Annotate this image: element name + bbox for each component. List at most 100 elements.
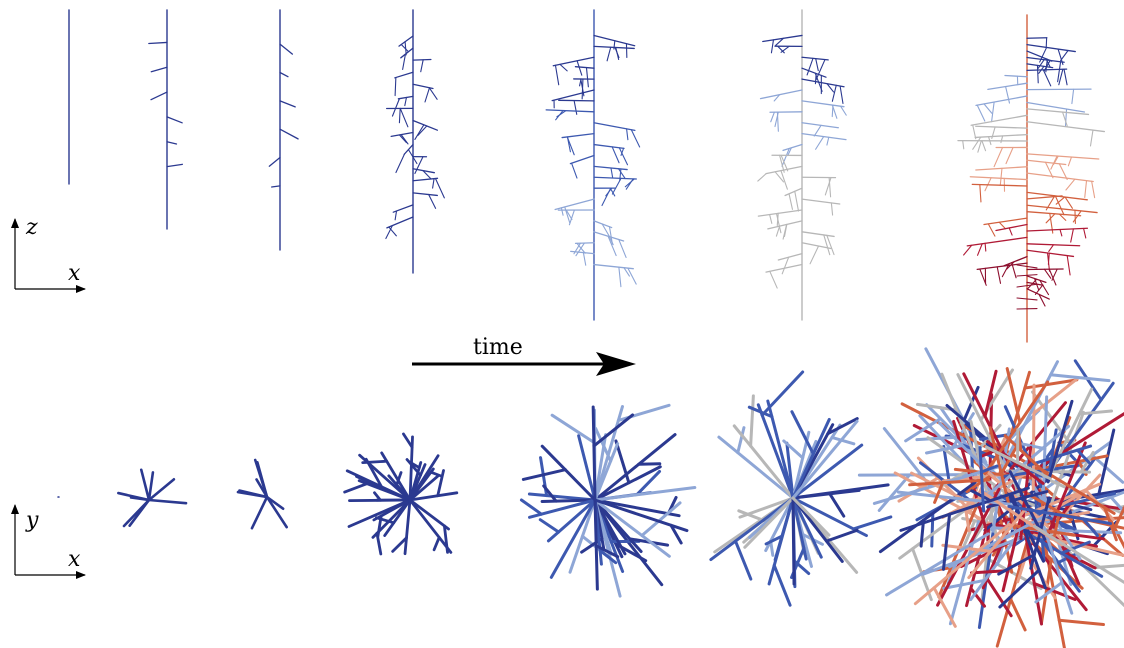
- lateral-root: [570, 250, 595, 255]
- root-branch: [519, 498, 543, 516]
- secondary-root: [618, 266, 622, 288]
- secondary-root: [823, 234, 831, 256]
- root-segment: [147, 498, 188, 505]
- root-branch: [635, 469, 662, 496]
- top-view-stage-4: [343, 432, 459, 556]
- side-view-stage-2: [148, 9, 183, 230]
- root-segment: [791, 430, 811, 500]
- lateral-root: [1026, 288, 1050, 300]
- root-branch: [402, 432, 414, 449]
- secondary-root: [998, 221, 1007, 230]
- root-segment: [265, 495, 285, 511]
- secondary-root: [434, 177, 445, 199]
- secondary-root: [1047, 252, 1050, 265]
- root-branch: [969, 586, 987, 608]
- root-segment: [236, 490, 269, 499]
- root-segment: [250, 495, 269, 530]
- secondary-root: [983, 103, 993, 114]
- root-branch: [826, 417, 859, 436]
- secondary-root: [1065, 178, 1076, 191]
- side-view-stage-6: [757, 9, 847, 321]
- lateral-root: [762, 34, 803, 43]
- root-branch: [594, 426, 613, 463]
- root-segment: [1045, 441, 1087, 539]
- secondary-root: [1064, 196, 1073, 209]
- secondary-root: [769, 270, 778, 289]
- secondary-root: [991, 101, 995, 123]
- lateral-root: [1026, 204, 1098, 214]
- root-segment: [387, 474, 412, 502]
- root-branch: [669, 523, 683, 545]
- root-branch: [825, 528, 859, 543]
- lateral-root: [1026, 172, 1094, 183]
- lateral-root: [970, 114, 1028, 126]
- secondary-root: [1044, 161, 1054, 179]
- secondary-root: [783, 223, 788, 238]
- secondary-root: [787, 147, 792, 157]
- secondary-root: [398, 134, 408, 144]
- lateral-root: [1026, 68, 1068, 71]
- secondary-root: [1043, 268, 1052, 279]
- secondary-root: [962, 140, 965, 150]
- lateral-root: [801, 242, 832, 250]
- root-segment: [1010, 492, 1047, 590]
- root-segment: [383, 498, 412, 537]
- root-segment: [1003, 434, 1052, 480]
- secondary-root: [972, 124, 977, 140]
- root-segment: [1032, 524, 1124, 585]
- root-segment: [593, 433, 677, 502]
- root-segment: [408, 491, 459, 502]
- secondary-root: [826, 83, 835, 93]
- root-segment: [593, 498, 643, 554]
- root-segment: [995, 531, 1032, 648]
- lateral-root: [801, 198, 841, 205]
- root-segment: [403, 498, 412, 556]
- root-branch: [760, 370, 805, 417]
- root-segment: [913, 522, 1011, 606]
- secondary-root: [788, 193, 794, 210]
- root-branch: [772, 563, 792, 607]
- root-segment: [1042, 525, 1074, 615]
- secondary-root: [414, 124, 425, 140]
- root-segment: [591, 405, 597, 502]
- root-segment: [1019, 445, 1033, 541]
- lateral-root: [270, 185, 281, 188]
- secondary-root: [981, 140, 987, 152]
- root-segment: [593, 498, 671, 558]
- secondary-root: [1045, 213, 1056, 224]
- root-branch: [1075, 448, 1093, 466]
- secondary-root: [388, 226, 397, 237]
- secondary-root: [999, 167, 1003, 186]
- root-branch: [1090, 453, 1124, 484]
- root-branch: [930, 509, 935, 548]
- side-view-row: [68, 9, 1106, 343]
- root-segment: [593, 442, 620, 502]
- root-segment: [1007, 504, 1113, 525]
- root-branch: [1032, 581, 1077, 601]
- root-branch: [1073, 359, 1103, 402]
- root-branch: [933, 481, 945, 504]
- lateral-root: [1016, 297, 1038, 301]
- root-branch: [1034, 581, 1064, 604]
- lateral-root: [1004, 74, 1028, 78]
- root-branch: [1077, 409, 1114, 416]
- secondary-root: [428, 193, 437, 209]
- root-segment: [791, 419, 859, 500]
- secondary-root: [601, 223, 611, 238]
- x-axis-label-top: x: [68, 547, 81, 572]
- lateral-root: [801, 231, 835, 238]
- secondary-root: [1083, 227, 1087, 239]
- top-view-stage-6: [709, 370, 893, 607]
- top-view-stage-7: [857, 347, 1124, 648]
- secondary-root: [831, 84, 837, 102]
- lateral-root: [268, 156, 281, 167]
- root-segment: [265, 495, 288, 529]
- root-branch: [542, 484, 558, 503]
- secondary-root: [1058, 163, 1068, 181]
- root-branch: [538, 518, 561, 534]
- secondary-root: [774, 171, 785, 183]
- root-segment: [593, 498, 681, 518]
- root-branch: [429, 470, 442, 478]
- secondary-root: [1038, 293, 1046, 307]
- secondary-root: [1061, 111, 1068, 127]
